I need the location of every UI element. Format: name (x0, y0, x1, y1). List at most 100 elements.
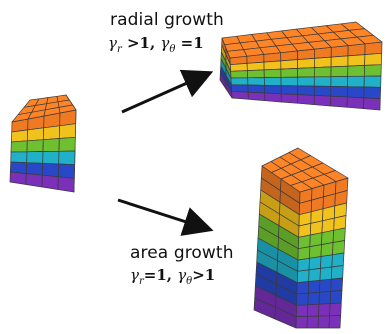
radial-growth-block-front-cell (264, 92, 282, 103)
mesh-blocks (9, 21, 383, 329)
original-block-front-cell (58, 150, 76, 166)
radial-growth-block-front-cell (313, 85, 332, 97)
area-growth-block-front-cell (297, 246, 311, 261)
gamma-theta-symbol: γ (160, 34, 170, 52)
area-growth-block-front-cell (328, 315, 342, 329)
original-block-front-cell (25, 173, 43, 188)
radial-growth-block-front-cell (264, 84, 282, 95)
radial-growth-block-front-cell (347, 65, 365, 77)
radial-growth-block-front-cell (280, 85, 299, 95)
gamma-r-symbol: γ (130, 266, 139, 284)
area-growth-block-front-cell (330, 277, 344, 292)
radial-growth-block-front-cell (297, 58, 315, 69)
area-growth-block-front-cell (309, 244, 322, 259)
original-block-front-cell (42, 125, 61, 141)
gamma-r-symbol: γ (108, 34, 117, 52)
original-block-front-cell (42, 138, 60, 152)
radial-growth-block-top-cell (356, 34, 383, 45)
area-growth-formula: γr=1, γθ>1 (130, 266, 215, 287)
area-growth-block-front-cell (296, 292, 309, 306)
original-block-front-cell (26, 127, 45, 142)
radial-growth-block-front-cell (347, 75, 365, 88)
area-growth-block-front-cell (318, 303, 331, 317)
area-growth-block-front-cell (329, 290, 343, 304)
radial-growth-block-front-cell (346, 86, 365, 99)
area-growth-block-front-cell (319, 278, 332, 293)
radial-growth-block-front-cell (330, 95, 348, 108)
area-growth-block-front-cell (306, 315, 319, 329)
radial-growth-block-front-cell (247, 69, 265, 79)
arrow-to-area (117, 198, 214, 236)
area-growth-block-front-cell (307, 279, 321, 294)
radial-growth-block-front-cell (231, 90, 249, 100)
gamma-r-relation: >1, (121, 34, 161, 52)
gamma-theta-symbol: γ (177, 266, 187, 284)
radial-growth-block-front-cell (330, 65, 349, 78)
area-growth-block-front-cell (330, 265, 344, 280)
original-block-front-cell (10, 140, 28, 153)
r-subscript: r (138, 276, 144, 287)
area-growth-block-front-cell (307, 303, 320, 317)
original-block-front-cell (10, 151, 28, 164)
original-block-front-cell (25, 162, 44, 176)
radial-growth-block-front-cell (280, 59, 298, 70)
radial-growth-title: radial growth (110, 10, 224, 30)
area-growth-block-top-cell (323, 170, 349, 182)
area-growth-block-front-cell (318, 291, 332, 305)
area-growth-block-front-cell (308, 268, 321, 282)
r-subscript: r (116, 44, 122, 55)
original-block-front-cell (57, 176, 75, 193)
radial-growth-block-front-cell (330, 76, 349, 88)
radial-growth-block-front-cell (229, 63, 248, 72)
area-growth-block-front-cell (331, 252, 345, 268)
radial-growth-block-front-cell (330, 86, 348, 98)
original-block-front-cell (58, 136, 76, 152)
area-growth-block-front-cell (296, 269, 310, 284)
original-block-front-cell (10, 129, 29, 143)
radial-growth-block-front-cell (230, 70, 249, 79)
area-growth-block-front-cell (332, 240, 346, 256)
radial-growth-block-front-cell (363, 86, 382, 100)
original-block-front-cell (9, 171, 27, 185)
radial-growth-formula: γr >1, γθ =1 (108, 34, 204, 55)
original-block-front-cell (58, 123, 77, 139)
arrow-to-radial (121, 69, 214, 114)
area-growth-block-front-cell (295, 304, 309, 318)
radial-growth-block-front-cell (364, 52, 383, 66)
radial-growth-block-front-cell (263, 76, 282, 86)
radial-growth-block-front-cell (297, 76, 315, 87)
radial-growth-block-front-cell (247, 91, 266, 102)
original-block-top-cell (58, 104, 77, 114)
area-growth-block-front-cell (307, 291, 320, 306)
radial-growth-block-front-cell (280, 93, 299, 104)
radial-growth-block-front-cell (247, 84, 266, 94)
original-block-front-cell (41, 162, 60, 178)
area-growth-block-front-cell (320, 254, 333, 269)
radial-growth-block-front-cell (280, 68, 299, 78)
gamma-theta-relation: =1 (175, 34, 204, 52)
original-block-front-cell (26, 151, 44, 164)
radial-growth-block-front-cell (230, 77, 249, 86)
radial-growth-block-front-cell (263, 60, 282, 71)
radial-growth-block-front-cell (297, 85, 315, 96)
original-block-front-cell (26, 139, 44, 153)
radial-growth-block-front-cell (246, 61, 265, 71)
area-growth-block-front-cell (319, 266, 333, 281)
radial-growth-block-front-cell (363, 64, 382, 77)
gamma-theta-relation: >1 (192, 266, 216, 284)
radial-growth-block-front-cell (263, 68, 282, 78)
area-growth-block-front-cell (320, 242, 334, 257)
area-growth-block-front-cell (329, 302, 342, 317)
theta-subscript: θ (186, 276, 193, 287)
radial-growth-block-front-cell (230, 84, 249, 93)
area-growth-block-front-cell (308, 256, 322, 271)
original-block-front-cell (9, 161, 28, 174)
radial-growth-block-front-cell (346, 96, 365, 110)
radial-growth-block-front-cell (347, 54, 366, 67)
radial-growth-block-front-cell (363, 97, 381, 111)
original-block-front-cell (42, 150, 60, 165)
area-growth-title: area growth (130, 243, 234, 263)
theta-subscript: θ (169, 44, 176, 55)
